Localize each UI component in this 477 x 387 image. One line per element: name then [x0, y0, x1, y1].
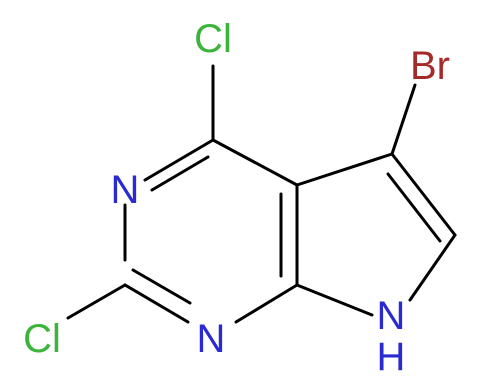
bond-c4a-c4: [211, 138, 299, 187]
bond-c6-n7: [408, 233, 457, 302]
bond-c2-n1-inner: [131, 268, 192, 305]
atom-cl-top: Cl: [194, 17, 232, 61]
bond-c2-n1: [123, 283, 190, 324]
bond-c4-n3-inner: [150, 155, 210, 192]
bond-c2-cl: [66, 283, 127, 320]
atom-br: Br: [410, 44, 450, 88]
bond-c4-n3: [143, 138, 215, 182]
atom-labels: Cl Br N Cl N N H: [23, 17, 450, 379]
bond-c5-c6-inner: [386, 172, 442, 243]
atom-nh-n: N: [377, 294, 406, 338]
bond-c4a-c5: [295, 152, 394, 187]
bond-n7-c7a: [295, 283, 374, 317]
atom-n3: N: [111, 168, 140, 212]
atom-nh-h: H: [377, 335, 406, 379]
bonds: [66, 64, 457, 324]
bond-n1-c7a: [234, 283, 299, 324]
bond-c5-br: [390, 83, 417, 156]
atom-cl-bottom: Cl: [23, 317, 61, 361]
bond-c5-c6: [390, 152, 457, 237]
atom-n1: N: [197, 317, 226, 361]
